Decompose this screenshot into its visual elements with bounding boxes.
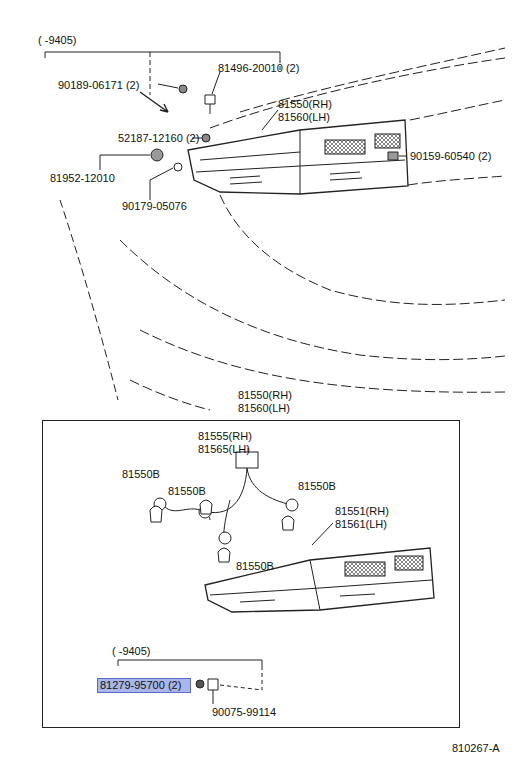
part-label: 81561(LH) bbox=[335, 518, 387, 530]
part-number: 81279-95700 (2) bbox=[100, 679, 181, 691]
part-label: 52187-12160 (2) bbox=[118, 132, 199, 144]
assembly-part-number: 81550(RH) 81560(LH) bbox=[238, 389, 300, 415]
part-label: 81551(RH) bbox=[335, 505, 389, 517]
assembly-frame: 81550(RH) 81560(LH)81279-95700 (2) bbox=[42, 420, 460, 728]
part-label: 90075-99114 bbox=[212, 706, 276, 718]
part-label: 81555(RH) bbox=[198, 430, 252, 442]
part-label: 81952-12010 bbox=[50, 172, 115, 184]
part-label: ( -9405) bbox=[112, 645, 151, 657]
highlighted-part-number: 81279-95700 (2) bbox=[97, 678, 191, 693]
part-label: 81496-20010 (2) bbox=[218, 62, 299, 74]
part-label: 81550B bbox=[122, 468, 160, 480]
part-label: ( -9405) bbox=[38, 34, 77, 46]
part-label: 81550B bbox=[298, 480, 336, 492]
part-label: 810267-A bbox=[452, 742, 500, 754]
part-label: 90179-05076 bbox=[122, 200, 187, 212]
part-label: 81550B bbox=[168, 485, 206, 497]
part-label: 81550B bbox=[236, 560, 274, 572]
part-label: 90159-60540 (2) bbox=[410, 150, 491, 162]
part-label: 81550(RH) bbox=[278, 98, 332, 110]
part-label: 81560(LH) bbox=[278, 111, 330, 123]
part-label: 90189-06171 (2) bbox=[58, 79, 139, 91]
part-label: 81565(LH) bbox=[198, 443, 250, 455]
